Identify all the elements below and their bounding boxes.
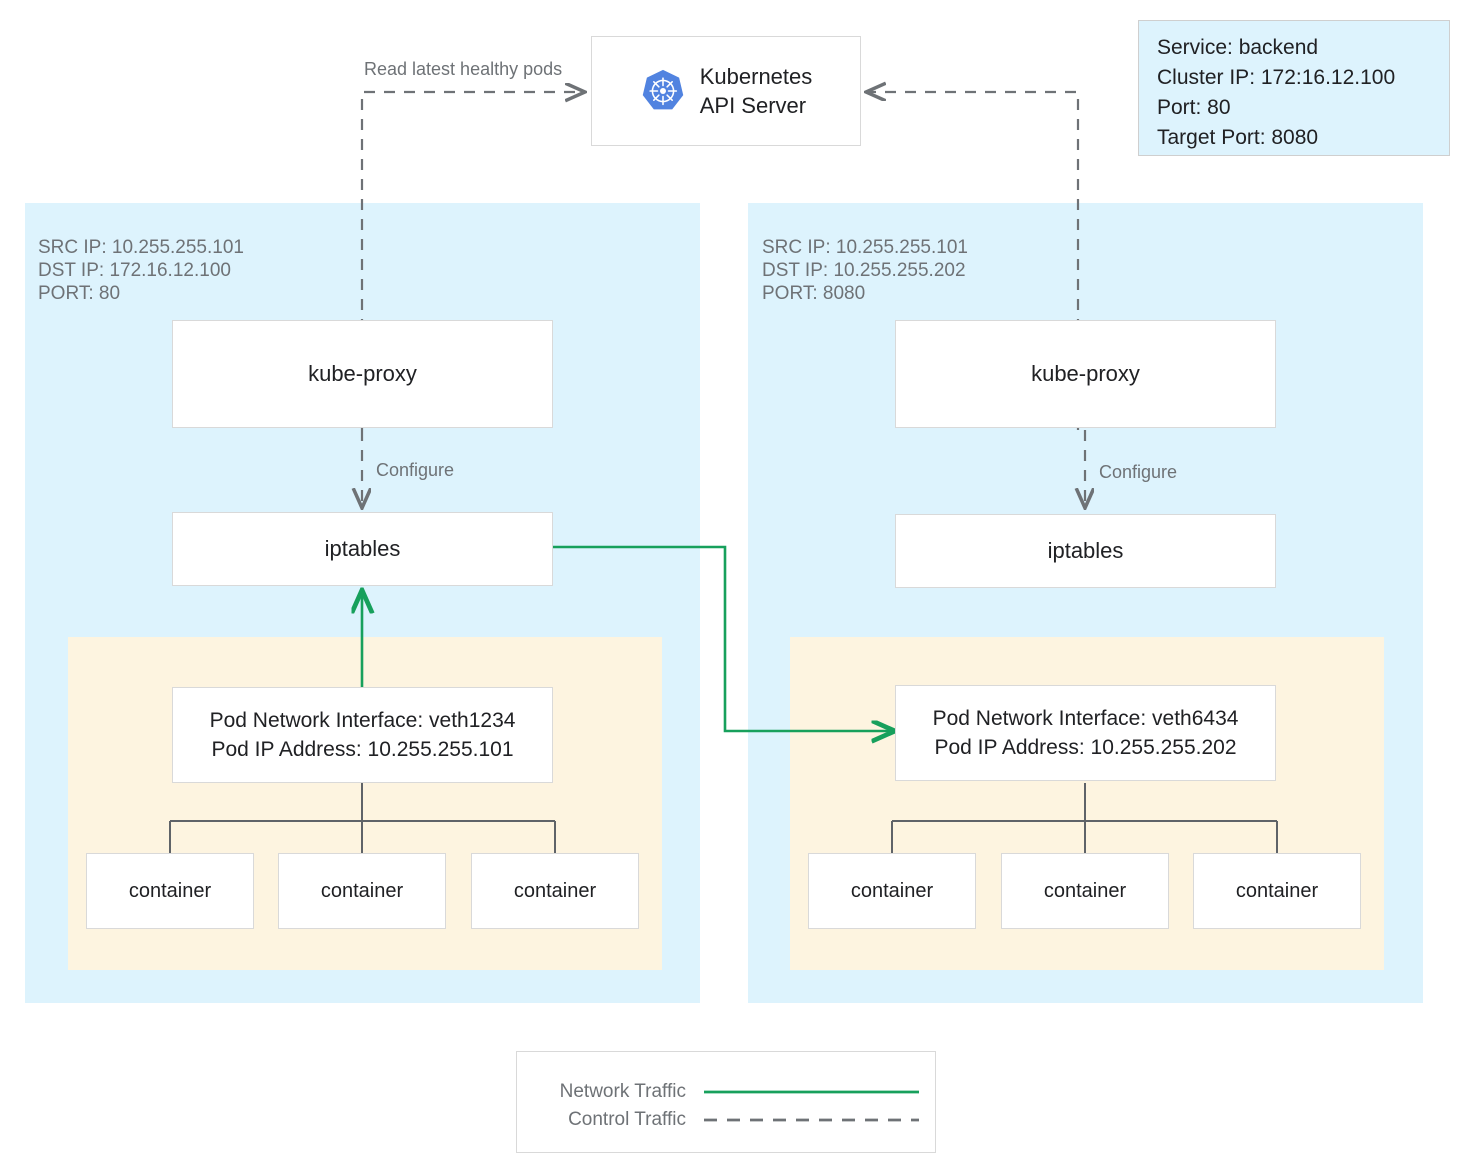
container-box-left-1[interactable]: container [86,853,254,929]
packet-info-left-src: SRC IP: 10.255.255.101 [38,237,244,258]
kube-proxy-label-left: kube-proxy [308,361,417,386]
kube-proxy-box-right[interactable]: kube-proxy [895,320,1276,428]
legend-row-network-traffic: Network Traffic [526,1079,926,1105]
container-box-left-3[interactable]: container [471,853,639,929]
pod-network-interface-box-left[interactable]: Pod Network Interface: veth1234 Pod IP A… [172,687,553,783]
kubernetes-api-server-box[interactable]: Kubernetes API Server [591,36,861,146]
container-label-left-3: container [513,879,597,902]
iptables-label-left: iptables [324,536,401,561]
container-label-right-2: container [1043,879,1127,902]
legend-label-network-traffic: Network Traffic [559,1081,686,1102]
packet-info-left-dst: DST IP: 172.16.12.100 [38,260,231,281]
pod-ip-left: Pod IP Address: 10.255.255.101 [211,738,514,761]
container-box-left-2[interactable]: container [278,853,446,929]
packet-info-right-src: SRC IP: 10.255.255.101 [762,237,968,258]
packet-info-right-dst: DST IP: 10.255.255.202 [762,260,966,281]
api-server-title-line1: Kubernetes [699,64,813,89]
legend-box [516,1051,936,1153]
configure-label-left: Configure [376,460,455,480]
packet-info-right-port: PORT: 8080 [762,283,866,304]
packet-info-right: SRC IP: 10.255.255.101 DST IP: 10.255.25… [762,236,968,305]
iptables-box-right[interactable]: iptables [895,514,1276,588]
api-server-title-line2: API Server [699,93,807,118]
service-info-line-2: Cluster IP: 172:16.12.100 [1157,66,1396,89]
iptables-box-left[interactable]: iptables [172,512,553,586]
service-info-line-4: Target Port: 8080 [1157,126,1319,149]
container-label-right-3: container [1235,879,1319,902]
container-box-right-1[interactable]: container [808,853,976,929]
legend-swatch-network-traffic [704,1090,919,1094]
pod-interface-left: Pod Network Interface: veth1234 [209,709,516,732]
packet-info-left-port: PORT: 80 [38,283,121,304]
container-label-right-1: container [850,879,934,902]
container-box-right-3[interactable]: container [1193,853,1361,929]
kube-proxy-label-right: kube-proxy [1031,361,1140,386]
pod-ip-right: Pod IP Address: 10.255.255.202 [934,736,1237,759]
container-label-left-1: container [128,879,212,902]
legend-row-control-traffic: Control Traffic [526,1107,926,1133]
pod-network-interface-box-right[interactable]: Pod Network Interface: veth6434 Pod IP A… [895,685,1276,781]
read-latest-healthy-pods-label: Read latest healthy pods [364,59,563,79]
legend-label-control-traffic: Control Traffic [568,1109,686,1130]
service-info-line-1: Service: backend [1157,36,1319,59]
service-info-box: Service: backend Cluster IP: 172:16.12.1… [1138,20,1450,156]
container-box-right-2[interactable]: container [1001,853,1169,929]
kube-proxy-box-left[interactable]: kube-proxy [172,320,553,428]
legend-swatch-control-traffic [704,1118,919,1122]
container-label-left-2: container [320,879,404,902]
service-info-line-3: Port: 80 [1157,96,1231,119]
pod-interface-right: Pod Network Interface: veth6434 [932,707,1239,730]
configure-label-right: Configure [1099,462,1178,482]
packet-info-left: SRC IP: 10.255.255.101 DST IP: 172.16.12… [38,236,244,305]
iptables-label-right: iptables [1047,538,1124,563]
kubernetes-logo-icon [640,68,686,114]
